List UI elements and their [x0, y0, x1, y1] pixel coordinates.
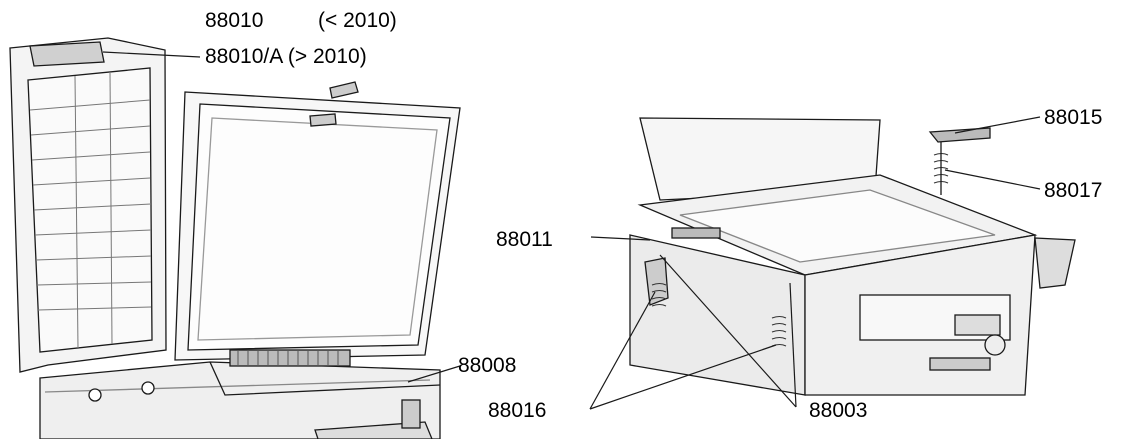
leader-88008	[407, 365, 461, 383]
part-label-88010-range: (< 2010)	[318, 9, 397, 32]
leader-88015	[954, 116, 1041, 134]
part-label-88010A: 88010/A (> 2010)	[205, 45, 367, 68]
part-label-88017: 88017	[1044, 179, 1103, 202]
leader-88010	[102, 51, 201, 58]
part-label-88016: 88016	[488, 399, 547, 422]
right-machine-illustration	[629, 117, 1076, 396]
part-label-88008: 88008	[458, 354, 517, 377]
left-machine-illustration	[9, 37, 461, 439]
leader-88016-a	[589, 291, 656, 410]
part-label-88003: 88003	[809, 399, 868, 422]
part-label-88015: 88015	[1044, 106, 1103, 129]
leader-88017	[944, 169, 1041, 190]
part-label-88011: 88011	[496, 228, 553, 251]
leader-lines	[102, 51, 1041, 410]
part-label-88010: 88010	[205, 9, 264, 32]
leader-88016-b	[589, 344, 777, 410]
leader-88003-b	[789, 282, 797, 408]
leader-88003-a	[659, 254, 797, 408]
leader-88011	[590, 236, 651, 241]
